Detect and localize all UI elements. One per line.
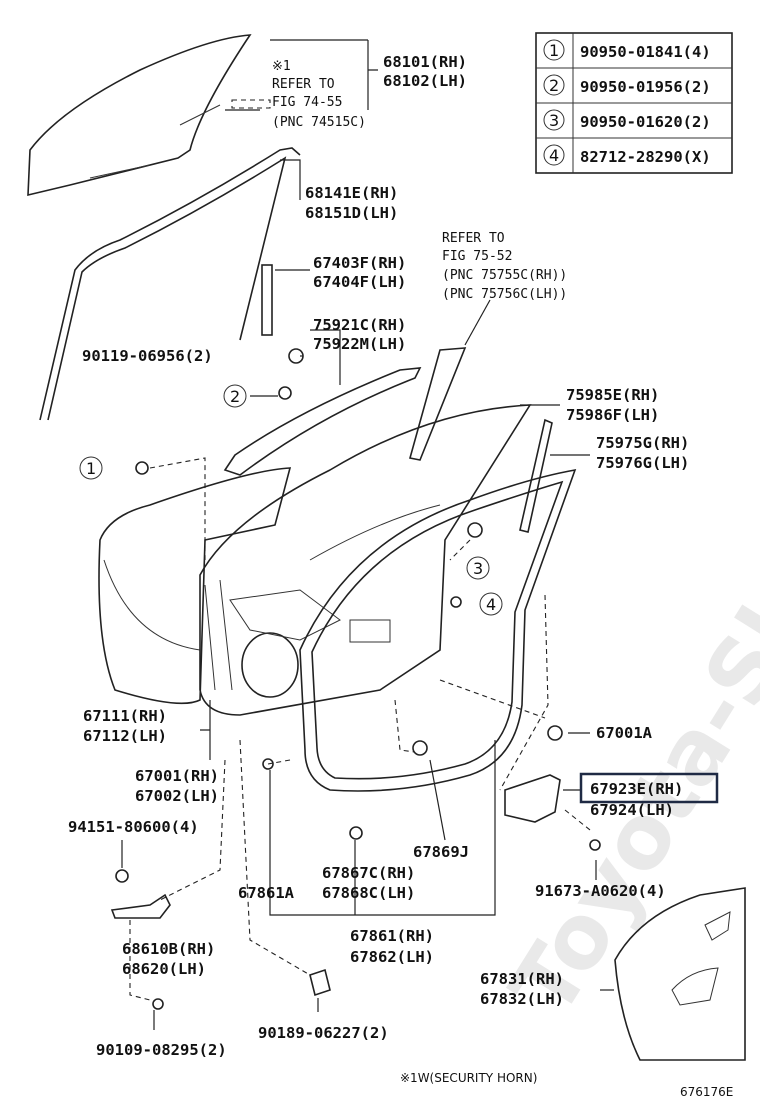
- label-67861[interactable]: 67861(RH): [350, 927, 434, 945]
- rear-weatherstrip: [519, 418, 553, 533]
- refer1-line3: (PNC 74515C): [272, 115, 366, 130]
- fastener-legend-table: 1 2 3 4 90950-01841(4) 90950-01956(2) 90…: [535, 32, 733, 174]
- label-67002[interactable]: 67002(LH): [135, 787, 219, 805]
- refer2-line2[interactable]: FIG 75-52: [442, 249, 512, 264]
- clip-1: [135, 461, 149, 475]
- legend-num-1: 1: [549, 41, 559, 60]
- refer1-line2[interactable]: FIG 74-55: [272, 95, 342, 110]
- label-68141e[interactable]: 68141E(RH): [305, 184, 398, 202]
- bolt-90109: [152, 998, 164, 1010]
- door-inner-panel: [199, 404, 532, 716]
- door-outer-panel: [98, 467, 292, 705]
- door-glass: [27, 34, 271, 197]
- label-67861a[interactable]: 67861A: [238, 884, 295, 902]
- label-75922m[interactable]: 75922M(LH): [313, 335, 406, 353]
- label-68101[interactable]: 68101(RH): [383, 53, 467, 71]
- label-67111[interactable]: 67111(RH): [83, 707, 167, 725]
- label-67862[interactable]: 67862(LH): [350, 948, 434, 966]
- refer2-line1: REFER TO: [442, 231, 505, 246]
- clip-67869j: [412, 740, 428, 756]
- door-hinge: [309, 968, 331, 997]
- label-75985e[interactable]: 75985E(RH): [566, 386, 659, 404]
- legend-num-3: 3: [549, 111, 559, 130]
- refer1-mark: ※1: [272, 59, 291, 74]
- label-67924[interactable]: 67924(LH): [590, 801, 674, 819]
- label-75975g[interactable]: 75975G(RH): [596, 434, 689, 452]
- door-weatherstrip: [299, 468, 577, 792]
- label-94151[interactable]: 94151-80600(4): [68, 818, 199, 836]
- label-67832[interactable]: 67832(LH): [480, 990, 564, 1008]
- label-67867c[interactable]: 67867C(RH): [322, 864, 415, 882]
- door-handle-frame: [504, 774, 601, 851]
- belt-moulding: [223, 367, 422, 476]
- run-channel: [39, 147, 301, 421]
- label-67831[interactable]: 67831(RH): [480, 970, 564, 988]
- label-67923e[interactable]: 67923E(RH): [590, 780, 683, 798]
- label-90189[interactable]: 90189-06227(2): [258, 1024, 389, 1042]
- callout-4[interactable]: 4: [486, 595, 496, 614]
- glass-run-rear: [408, 347, 467, 461]
- clip-67867c: [349, 826, 363, 840]
- label-67868c[interactable]: 67868C(LH): [322, 884, 415, 902]
- legend-part-2[interactable]: 90950-01956(2): [580, 78, 711, 96]
- label-68102[interactable]: 68102(LH): [383, 72, 467, 90]
- label-68151d[interactable]: 68151D(LH): [305, 204, 398, 222]
- callout-3[interactable]: 3: [473, 559, 483, 578]
- label-67112[interactable]: 67112(LH): [83, 727, 167, 745]
- legend-part-1[interactable]: 90950-01841(4): [580, 43, 711, 61]
- legend-part-4[interactable]: 82712-28290(X): [580, 148, 711, 166]
- callout-3-circle: [466, 556, 490, 580]
- label-68610b[interactable]: 68610B(RH): [122, 940, 215, 958]
- callout-2[interactable]: 2: [230, 387, 240, 406]
- label-68620[interactable]: 68620(LH): [122, 960, 206, 978]
- footnote: ※1W(SECURITY HORN): [400, 1071, 537, 1085]
- legend-num-4: 4: [549, 146, 559, 165]
- clip-67861a: [262, 758, 274, 770]
- callout-2-circle: [223, 384, 247, 408]
- division-bar: [261, 264, 304, 364]
- refer2-line4: (PNC 75756C(LH)): [442, 287, 567, 302]
- refer1-line1: REFER TO: [272, 77, 335, 92]
- service-hole-cover: [614, 887, 746, 1061]
- callout-1-circle: [79, 456, 103, 480]
- label-90109[interactable]: 90109-08295(2): [96, 1041, 227, 1059]
- label-67404f[interactable]: 67404F(LH): [313, 273, 406, 291]
- label-75976g[interactable]: 75976G(LH): [596, 454, 689, 472]
- label-75921c[interactable]: 75921C(RH): [313, 316, 406, 334]
- label-67869j[interactable]: 67869J: [413, 843, 469, 861]
- legend-num-2: 2: [549, 76, 559, 95]
- callout-4-circle: [479, 592, 503, 616]
- figure-id: 676176E: [680, 1085, 733, 1099]
- label-67001[interactable]: 67001(RH): [135, 767, 219, 785]
- highlight-box-67923e: [579, 772, 719, 804]
- leader-lines: [121, 39, 614, 1030]
- refer2-line3: (PNC 75755C(RH)): [442, 268, 567, 283]
- legend-part-3[interactable]: 90950-01620(2): [580, 113, 711, 131]
- clip-67001a: [547, 725, 563, 741]
- label-90119[interactable]: 90119-06956(2): [82, 347, 213, 365]
- clip-3: [467, 522, 483, 538]
- label-75986f[interactable]: 75986F(LH): [566, 406, 659, 424]
- label-67403f[interactable]: 67403F(RH): [313, 254, 406, 272]
- label-91673[interactable]: 91673-A0620(4): [535, 882, 666, 900]
- label-67001a[interactable]: 67001A: [596, 724, 653, 742]
- door-check: [110, 869, 171, 919]
- callout-1[interactable]: 1: [86, 459, 96, 478]
- screw-4: [450, 596, 462, 608]
